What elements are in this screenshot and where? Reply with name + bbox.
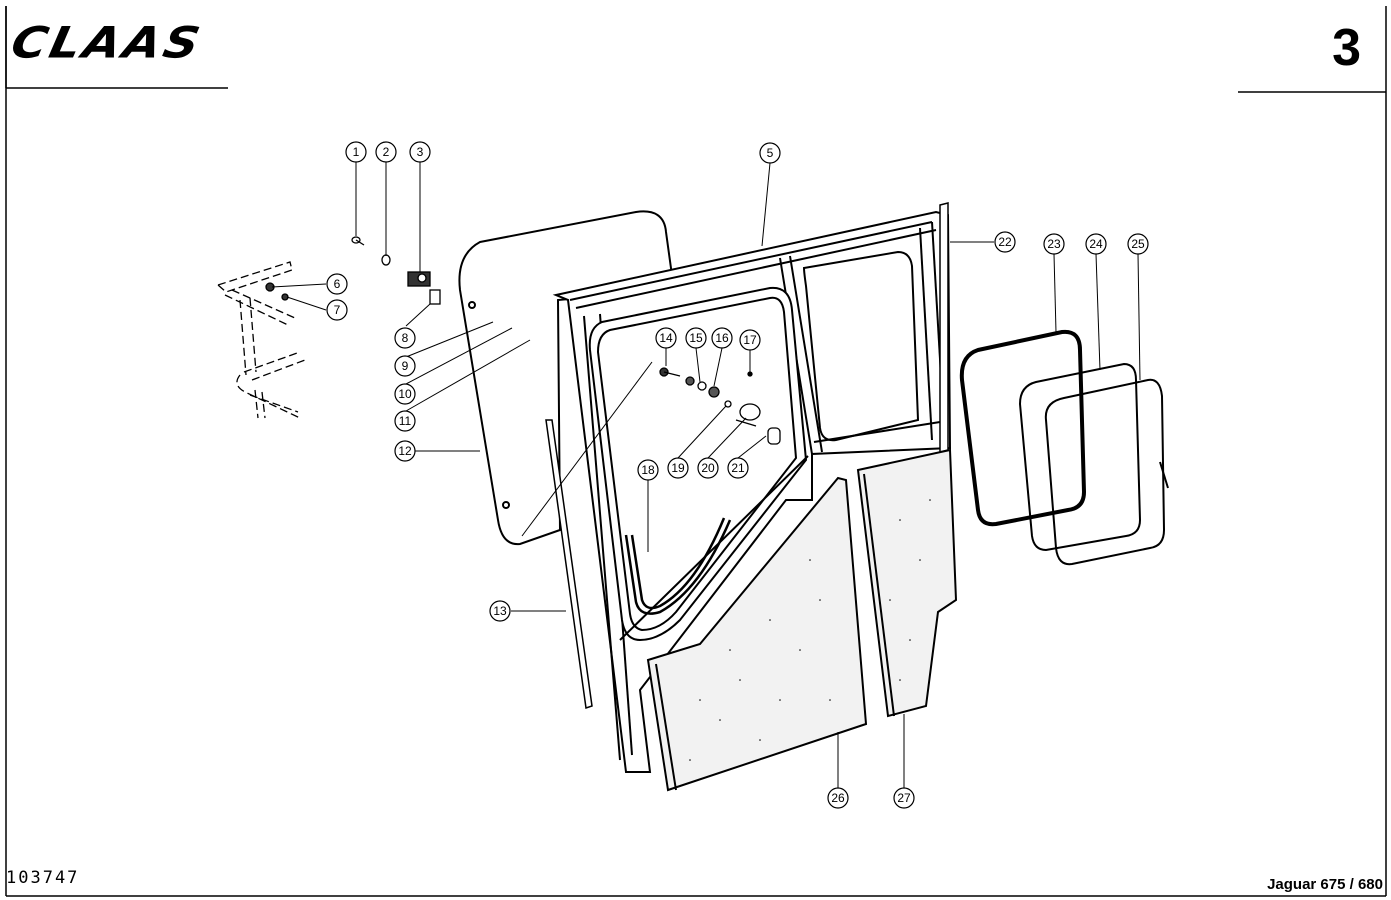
insulation-panel-26 [646,476,868,792]
callout-22: 22 [994,231,1016,253]
door-fittings [659,367,781,445]
svg-text:12: 12 [398,444,412,458]
callout-1: 1 [345,141,367,163]
seal-18 [624,517,732,615]
svg-text:9: 9 [402,359,409,373]
svg-text:16: 16 [715,331,729,345]
window-seal-23 [959,329,1087,527]
svg-text:3: 3 [417,145,424,159]
callout-19: 19 [667,457,689,479]
page-number: 3 [1332,19,1361,77]
callout-18: 18 [637,459,659,481]
callout-9: 9 [394,355,416,377]
svg-text:11: 11 [399,414,412,428]
callout-7: 7 [326,299,348,321]
callout-13: 13 [489,600,511,622]
svg-text:19: 19 [671,461,685,475]
svg-text:25: 25 [1131,237,1145,251]
svg-text:2: 2 [383,145,390,159]
svg-text:15: 15 [689,331,703,345]
document-number: 103747 [6,868,80,888]
svg-text:7: 7 [334,303,341,317]
leader-lines [271,162,1141,788]
callout-8: 8 [394,327,416,349]
callout-10: 10 [394,383,416,405]
svg-text:20: 20 [701,461,715,475]
svg-text:10: 10 [398,387,412,401]
callout-5: 5 [759,142,781,164]
callout-24: 24 [1085,233,1107,255]
callout-25: 25 [1127,233,1149,255]
svg-text:17: 17 [743,333,757,347]
svg-text:13: 13 [493,604,507,618]
callout-16: 16 [711,327,733,349]
callout-21: 21 [727,457,749,479]
callout-3: 3 [409,141,431,163]
window-glass-24 [1018,362,1142,552]
gasket-strip-13 [545,419,593,709]
callout-26: 26 [827,787,849,809]
svg-text:22: 22 [998,235,1012,249]
insulation-texture [689,499,931,761]
callout-17: 17 [739,329,761,351]
svg-text:14: 14 [659,331,673,345]
model-label: Jaguar 675 / 680 [1267,876,1383,893]
callout-12: 12 [394,440,416,462]
callout-23: 23 [1043,233,1065,255]
callout-2: 2 [375,141,397,163]
svg-text:23: 23 [1047,237,1061,251]
svg-text:8: 8 [402,331,409,345]
callout-11: 11 [394,410,416,432]
cab-reference-outline [216,261,306,419]
callout-15: 15 [685,327,707,349]
svg-text:18: 18 [641,463,655,477]
svg-text:27: 27 [897,791,911,805]
callout-27: 27 [893,787,915,809]
callout-6: 6 [326,273,348,295]
svg-text:21: 21 [731,461,745,475]
svg-text:5: 5 [767,146,774,160]
window-glass-25 [1044,378,1169,566]
svg-text:6: 6 [334,277,341,291]
callout-20: 20 [697,457,719,479]
svg-text:1: 1 [353,145,360,159]
callout-14: 14 [655,327,677,349]
svg-text:24: 24 [1089,237,1103,251]
callout-bubbles: 1 2 3 5 6 7 8 9 10 11 12 13 14 15 16 17 … [326,141,1149,809]
door-frame-5 [552,210,952,773]
svg-text:26: 26 [831,791,845,805]
insulation-panel-27 [856,448,958,718]
page-frame [5,6,1387,897]
seal-strip-22 [939,202,949,453]
